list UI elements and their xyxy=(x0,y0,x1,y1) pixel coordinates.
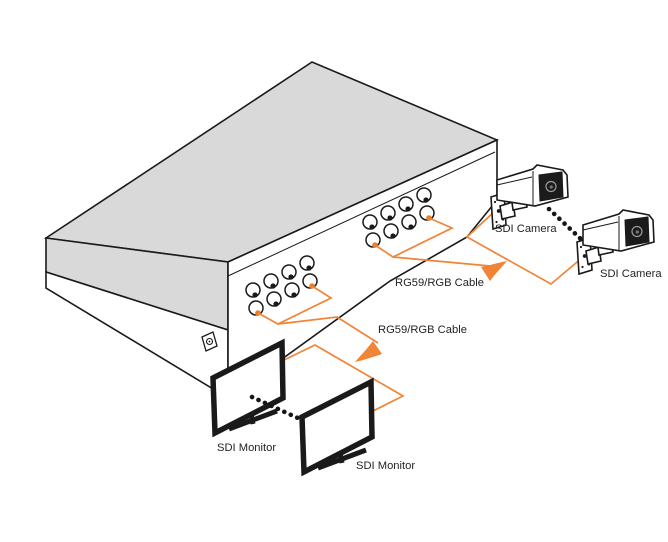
bnc-group-upper xyxy=(362,187,435,248)
sdi-monitor-2 xyxy=(299,377,375,477)
faceplate-groove-line xyxy=(227,151,496,277)
label-monitor-left: SDI Monitor xyxy=(217,442,276,454)
monitor-screen xyxy=(210,338,286,438)
cable-to-monitors xyxy=(277,316,379,344)
cable-arrowheads xyxy=(355,261,507,362)
monitor-chain-dotted-line xyxy=(249,394,303,422)
monitor-stand-base xyxy=(317,447,367,471)
label-camera-bottom: SDI Camera xyxy=(600,268,662,280)
cables xyxy=(257,210,584,412)
arrowhead-to-cameras xyxy=(481,261,507,281)
power-inlet-icon xyxy=(201,331,218,352)
cable-monitor-junction xyxy=(283,344,405,412)
camera-chain-dotted-line xyxy=(546,206,586,244)
camera-mount-arm xyxy=(499,200,516,220)
device-chassis xyxy=(43,61,499,400)
label-camera-top: SDI Camera xyxy=(495,223,557,235)
label-cable-top: RG59/RGB Cable xyxy=(395,277,484,289)
label-monitor-right: SDI Monitor xyxy=(356,460,415,472)
chassis-gray-faces xyxy=(43,61,499,332)
cable-upper-connectors xyxy=(374,217,455,258)
arrowhead-to-monitors xyxy=(355,341,382,362)
sdi-camera-1 xyxy=(490,164,569,231)
sdi-camera-2 xyxy=(576,209,655,276)
camera-mount-arm xyxy=(585,245,602,265)
cable-lower-connectors xyxy=(257,285,333,325)
monitor-stand-base xyxy=(228,408,278,432)
cable-to-cameras xyxy=(392,256,491,267)
monitor-screen xyxy=(299,377,375,477)
sdi-monitor-1 xyxy=(210,338,286,438)
bnc-group-lower xyxy=(245,255,318,316)
cable-camera-junction xyxy=(465,210,584,286)
label-cable-bottom: RG59/RGB Cable xyxy=(378,324,467,336)
